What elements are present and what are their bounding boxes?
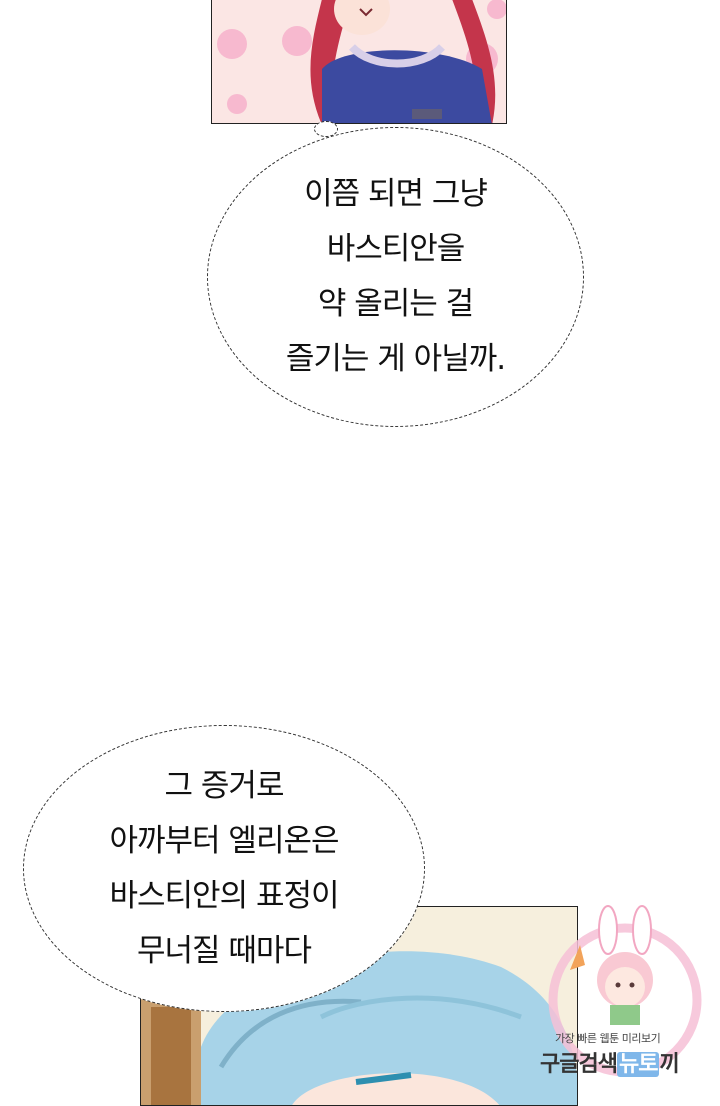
bubble-2-line-1: 그 증거로 (164, 767, 285, 804)
speech-bubble-1: 이쯤 되면 그냥 바스티안을 약 올리는 걸 즐기는 게 아닐까. (207, 127, 584, 427)
watermark-tagline: 가장 빠른 웹툰 미리보기 (555, 1032, 661, 1045)
bubble-1-line-3: 약 올리는 걸 (317, 286, 474, 322)
bubble-2-line-4: 무너질 때마다 (137, 932, 312, 969)
bubble-2-line-3: 바스티안의 표정이 (109, 877, 339, 914)
watermark-brand-text: 뉴토 (616, 1052, 660, 1077)
bubble-1-line-2: 바스티안을 (326, 231, 466, 267)
speech-bubble-2: 그 증거로 아까부터 엘리온은 바스티안의 표정이 무너질 때마다 (23, 725, 425, 1012)
watermark-brand-suffix: 끼 (659, 1052, 679, 1077)
watermark-logo (540, 905, 720, 1095)
bubble-1-line-1: 이쯤 되면 그냥 (304, 176, 488, 212)
bubble-1-line-4: 즐기는 게 아닐까. (285, 341, 506, 377)
bunny-mascot-icon (548, 905, 702, 1077)
comic-panel-top (211, 0, 507, 124)
bubble-2-line-2: 아까부터 엘리온은 (109, 822, 339, 859)
watermark-site-name: 구글검색뉴토끼 (540, 1046, 680, 1078)
watermark-search-text: 구글검색 (540, 1052, 618, 1077)
character-illustration-top (217, 0, 506, 123)
